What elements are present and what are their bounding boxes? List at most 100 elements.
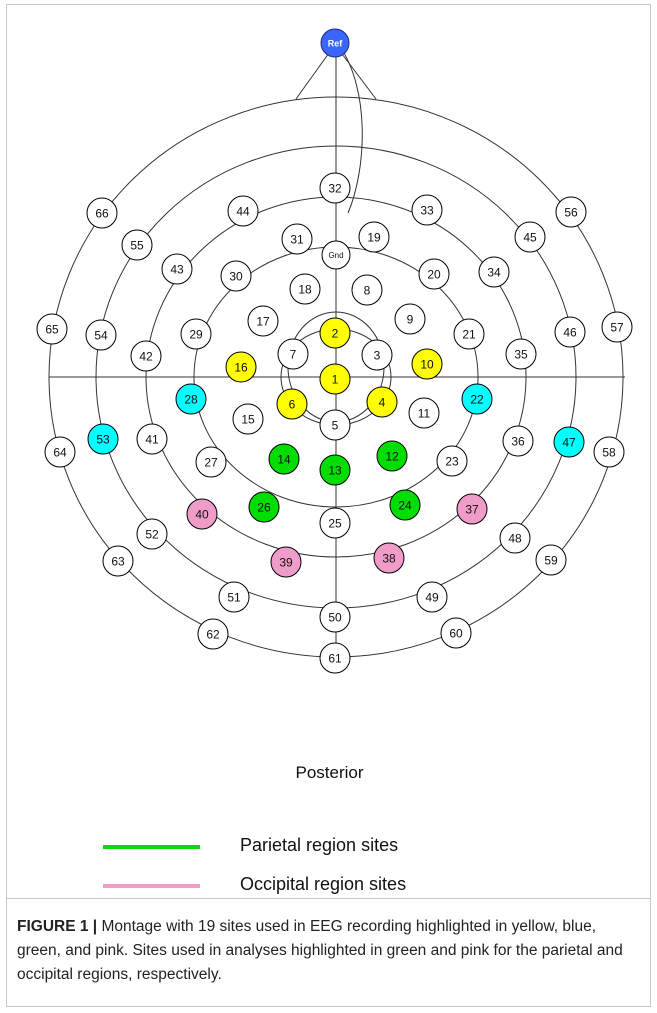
electrode-7: 7 — [277, 338, 309, 370]
electrode-21: 21 — [453, 318, 485, 350]
electrode-17: 17 — [247, 305, 279, 337]
caption-label: FIGURE 1 | — [17, 918, 98, 935]
electrode-label: 63 — [111, 555, 125, 569]
electrode-circle — [268, 443, 300, 475]
ref-label: Ref — [328, 39, 344, 49]
electrode-circle — [553, 426, 585, 458]
electrode-circle — [358, 221, 390, 253]
electrode-label: 54 — [94, 329, 108, 343]
figure-caption: FIGURE 1 | Montage with 19 sites used in… — [17, 915, 642, 987]
electrode-label: 48 — [508, 532, 522, 546]
ref-electrode: Ref — [320, 28, 350, 58]
electrode-circle — [499, 522, 531, 554]
electrode-2: 2 — [319, 317, 351, 349]
electrode-26: 26 — [248, 491, 280, 523]
electrode-circle — [136, 423, 168, 455]
electrode-label: 10 — [420, 358, 434, 372]
electrode-label: 14 — [277, 453, 291, 467]
electrode-label: 55 — [130, 239, 144, 253]
electrode-19: 19 — [358, 221, 390, 253]
electrode-label: 24 — [398, 499, 412, 513]
legend-label-parietal: Parietal region sites — [240, 835, 399, 855]
electrode-label: 37 — [465, 503, 479, 517]
electrode-circle — [289, 273, 321, 305]
electrode-circle — [319, 172, 351, 204]
electrode-circle — [319, 601, 351, 633]
electrode-label: 46 — [563, 326, 577, 340]
electrode-circle — [411, 348, 443, 380]
gnd-label: Gnd — [328, 251, 343, 260]
electrode-45: 45 — [514, 221, 546, 253]
electrode-20: 20 — [418, 258, 450, 290]
electrode-markers: 1234567891011121314151617181920212223242… — [36, 28, 633, 674]
electrode-circle — [514, 221, 546, 253]
electrode-circle — [319, 317, 351, 349]
electrode-label: 23 — [445, 455, 459, 469]
electrode-label: 60 — [449, 627, 463, 641]
electrode-label: 32 — [328, 182, 342, 196]
electrode-circle — [319, 454, 351, 486]
electrode-circle — [276, 388, 308, 420]
electrode-circle — [232, 403, 264, 435]
electrode-23: 23 — [436, 445, 468, 477]
electrode-41: 41 — [136, 423, 168, 455]
electrode-4: 4 — [366, 386, 398, 418]
electrode-29: 29 — [180, 318, 212, 350]
electrode-label: 28 — [184, 393, 198, 407]
electrode-55: 55 — [121, 229, 153, 261]
electrode-label: 52 — [145, 528, 159, 542]
electrode-label: 57 — [610, 321, 624, 335]
legend-item-parietal: Parietal region sites — [7, 832, 650, 862]
electrode-label: 61 — [328, 652, 342, 666]
electrode-14: 14 — [268, 443, 300, 475]
electrode-label: 62 — [206, 628, 220, 642]
electrode-label: 43 — [170, 263, 184, 277]
electrode-label: 50 — [328, 611, 342, 625]
electrode-label: 17 — [256, 315, 270, 329]
electrode-22: 22 — [461, 383, 493, 415]
electrode-52: 52 — [136, 518, 168, 550]
electrode-label: 18 — [298, 283, 312, 297]
electrode-label: 19 — [367, 231, 381, 245]
electrode-42: 42 — [130, 340, 162, 372]
electrode-label: 30 — [229, 270, 243, 284]
electrode-8: 8 — [351, 274, 383, 306]
legend-swatch-parietal — [103, 845, 200, 849]
electrode-circle — [408, 397, 440, 429]
electrode-label: 58 — [602, 446, 616, 460]
electrode-9: 9 — [394, 303, 426, 335]
electrode-49: 49 — [416, 581, 448, 613]
electrode-circle — [277, 338, 309, 370]
electrode-label: 33 — [420, 204, 434, 218]
electrode-circle — [121, 229, 153, 261]
electrode-label: 53 — [96, 433, 110, 447]
electrode-label: 65 — [45, 323, 59, 337]
electrode-label: 11 — [418, 407, 431, 421]
electrode-circle — [161, 253, 193, 285]
electrode-circle — [197, 618, 229, 650]
electrode-15: 15 — [232, 403, 264, 435]
electrode-label: 40 — [195, 508, 209, 522]
electrode-circle — [136, 518, 168, 550]
electrode-circle — [319, 642, 351, 674]
electrode-circle — [175, 383, 207, 415]
electrode-circle — [440, 617, 472, 649]
electrode-39: 39 — [270, 546, 302, 578]
electrode-13: 13 — [319, 454, 351, 486]
electrode-label: 35 — [514, 348, 528, 362]
electrode-label: 34 — [487, 266, 501, 280]
caption-divider — [7, 898, 650, 899]
electrode-label: 1 — [332, 373, 339, 387]
legend-swatch-occipital — [103, 884, 200, 888]
electrode-label: 16 — [234, 361, 248, 375]
gnd-electrode: Gnd — [321, 240, 351, 270]
electrode-label: 66 — [95, 207, 109, 221]
electrode-43: 43 — [161, 253, 193, 285]
electrode-circle — [366, 386, 398, 418]
electrode-18: 18 — [289, 273, 321, 305]
legend-item-occipital: Occipital region sites — [7, 871, 650, 901]
electrode-circle — [376, 440, 408, 472]
electrode-44: 44 — [227, 195, 259, 227]
electrode-label: 22 — [470, 393, 484, 407]
